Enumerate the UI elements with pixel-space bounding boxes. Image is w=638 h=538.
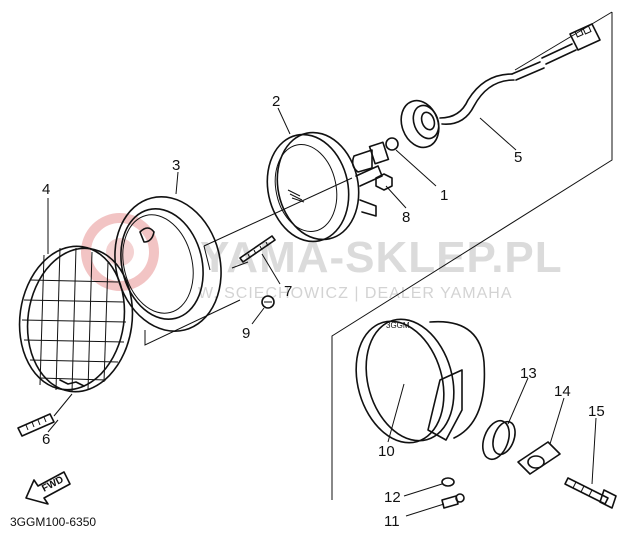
watermark: YAMA-SKLEP.PL W. SCIECHOWICZ | DEALER YA… <box>81 213 563 302</box>
diagram-code: 3GGM100-6350 <box>10 515 96 529</box>
forward-arrow-icon <box>25 471 71 505</box>
watermark-sub-text: W. SCIECHOWICZ | DEALER YAMAHA <box>198 285 513 302</box>
part-number-13: 13 <box>520 365 537 382</box>
part-number-2: 2 <box>272 93 280 110</box>
part-numbers: 1 2 3 4 5 6 7 8 9 10 11 12 13 14 15 <box>42 93 605 530</box>
part-number-15: 15 <box>588 403 605 420</box>
bulb <box>351 137 399 173</box>
headlight-rim <box>114 196 222 332</box>
bulb-socket-harness <box>400 23 601 149</box>
washer-12 <box>441 477 455 487</box>
part-number-5: 5 <box>514 149 522 166</box>
part-number-6: 6 <box>42 431 50 448</box>
bracket <box>517 441 561 475</box>
part-number-4: 4 <box>42 181 50 198</box>
part-number-10: 10 <box>378 443 395 460</box>
part-number-7: 7 <box>284 283 292 300</box>
sealed-beam <box>266 131 383 243</box>
grommet <box>482 419 516 461</box>
part-number-11: 11 <box>384 513 400 530</box>
part-number-8: 8 <box>402 209 410 226</box>
part-number-3: 3 <box>172 157 180 174</box>
screw-6 <box>17 393 73 437</box>
screw-9 <box>261 295 275 309</box>
headlight-housing: 3GGM <box>355 318 486 444</box>
adjust-screw-7 <box>239 235 276 263</box>
part-number-9: 9 <box>242 325 250 342</box>
grille-guard <box>18 245 134 393</box>
watermark-main-text: YAMA-SKLEP.PL <box>200 233 563 282</box>
svg-text:3GGM: 3GGM <box>386 321 410 330</box>
part-number-1: 1 <box>440 187 448 204</box>
part-number-14: 14 <box>554 383 571 400</box>
forward-arrow: FWD <box>25 471 71 505</box>
leader-lines <box>47 107 597 517</box>
screw-11 <box>441 493 465 509</box>
part-number-12: 12 <box>384 489 401 506</box>
watermark-logo-center <box>106 238 134 266</box>
bolt-15 <box>564 477 617 509</box>
nut-8 <box>375 173 393 191</box>
